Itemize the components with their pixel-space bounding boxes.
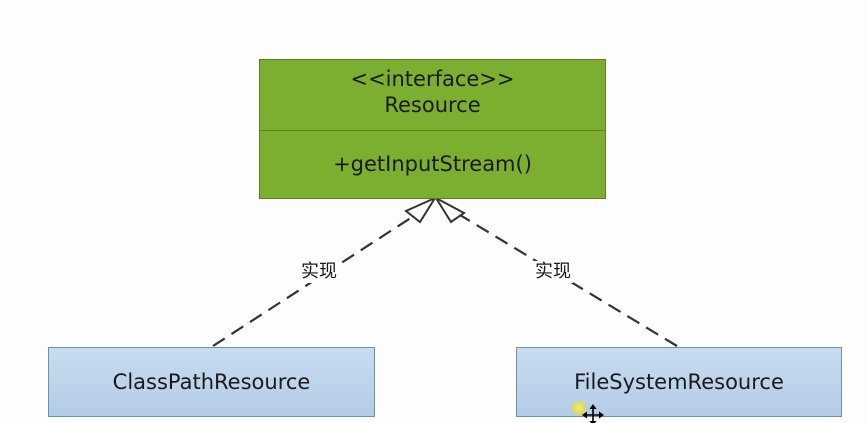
- interface-method: +getInputStream(): [333, 152, 532, 176]
- realization-line-left: [212, 209, 424, 347]
- realization-arrowhead-left: [404, 195, 438, 224]
- interface-resource-box[interactable]: <<interface>> Resource +getInputStream(): [259, 59, 606, 199]
- interface-header: <<interface>> Resource: [260, 60, 605, 130]
- class-filesystemresource-box[interactable]: FileSystemResource: [516, 347, 842, 417]
- click-highlight-icon: [572, 401, 586, 415]
- move-cursor-icon: [582, 404, 604, 423]
- relation-label-left: 实现: [299, 261, 339, 283]
- relation-label-right: 实现: [533, 261, 573, 283]
- realization-arrowhead-right: [433, 195, 466, 224]
- class-classpathresource-box[interactable]: ClassPathResource: [48, 347, 375, 417]
- interface-name: Resource: [384, 93, 481, 117]
- interface-divider: [260, 130, 605, 131]
- interface-stereotype: <<interface>>: [350, 67, 515, 91]
